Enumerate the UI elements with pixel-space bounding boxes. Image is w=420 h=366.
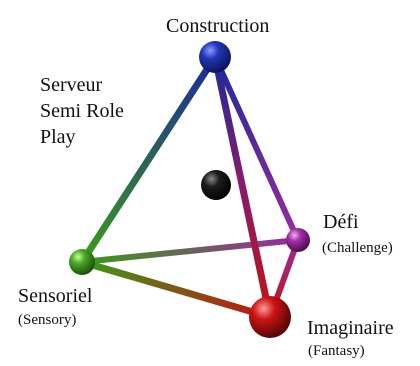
vertex-construction-sphere	[199, 41, 231, 73]
label-sensoriel: Sensoriel	[18, 285, 93, 307]
edge-sensoriel-defi	[79, 237, 301, 265]
edge-sensoriel-imaginaire	[78, 258, 274, 321]
label-construction: Construction	[166, 15, 270, 37]
sublabel-defi: (Challenge)	[322, 240, 393, 256]
label-imaginaire: Imaginaire	[307, 317, 394, 339]
caption-line: Serveur	[40, 74, 103, 96]
label-defi: Défi	[323, 211, 359, 233]
caption-block: Serveur Semi Role Play	[40, 72, 124, 150]
center-sphere	[201, 170, 231, 200]
sublabel-sensoriel: (Sensory)	[18, 312, 77, 328]
edge-construction-imaginaire	[211, 53, 274, 321]
vertex-imaginaire-sphere	[249, 296, 291, 338]
edge-construction-defi	[212, 54, 301, 243]
vertex-sensoriel-sphere	[69, 249, 95, 275]
caption-line: Semi Role	[40, 100, 124, 122]
sublabel-imaginaire: (Fantasy)	[308, 343, 365, 359]
vertex-defi-sphere	[286, 228, 310, 252]
caption-line: Play	[40, 126, 76, 148]
edge-construction-sensoriel	[78, 53, 219, 266]
